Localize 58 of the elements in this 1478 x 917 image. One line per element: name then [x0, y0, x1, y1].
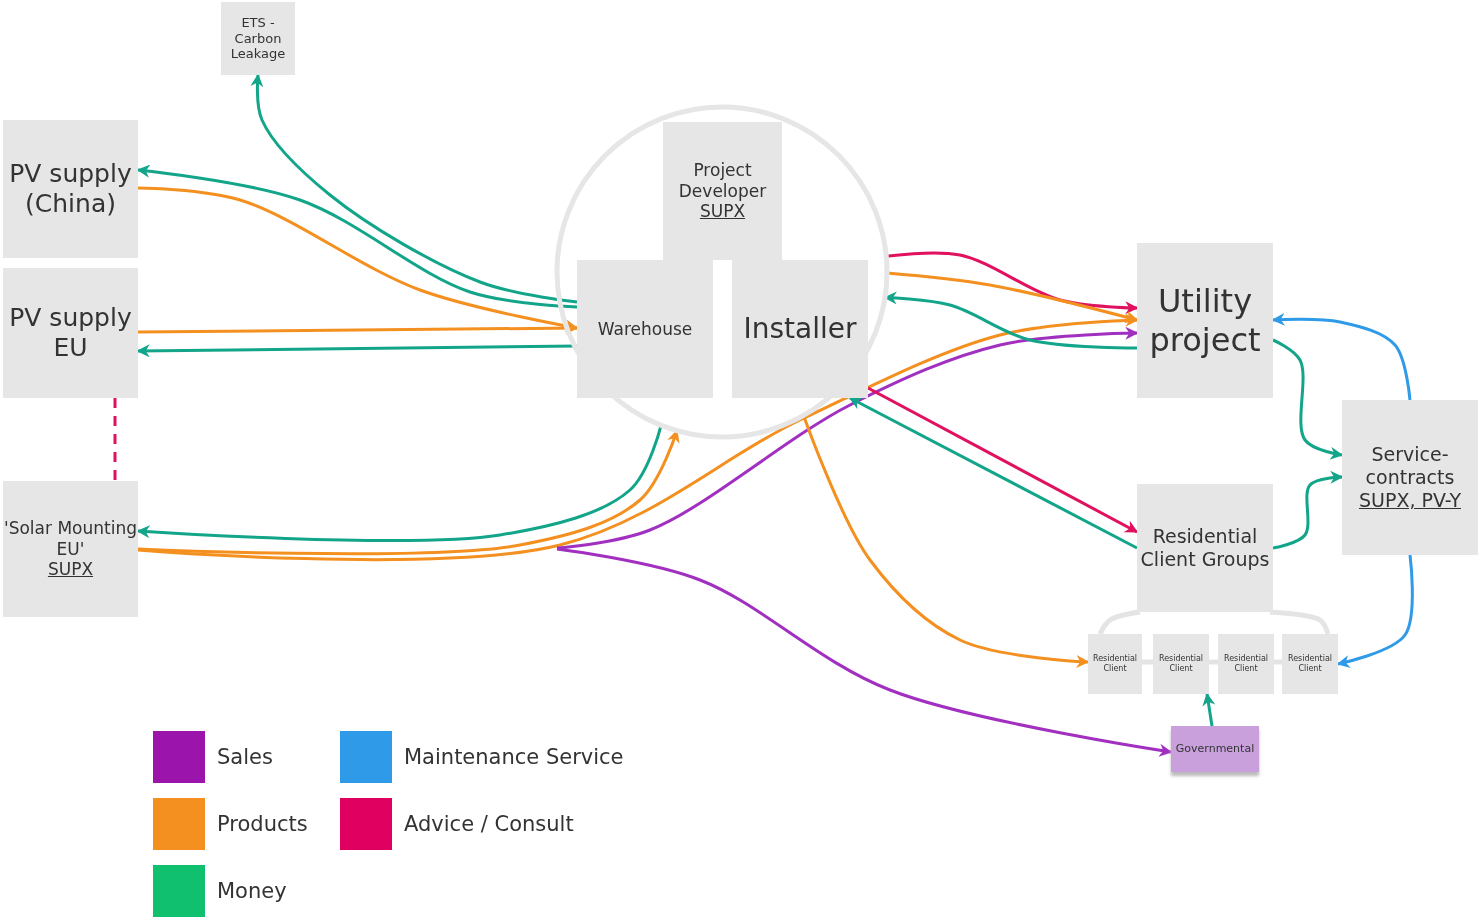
node-label: Residential Client	[1222, 654, 1270, 674]
connector-line	[1209, 659, 1218, 665]
node-label: Service-contracts	[1364, 443, 1456, 489]
node-box	[3, 481, 138, 617]
arrow	[556, 326, 1139, 550]
connector-line	[1269, 609, 1331, 635]
legend-label: Maintenance Service	[404, 744, 624, 771]
arrow	[886, 271, 1139, 324]
partner-link: SUPX, PV-Y	[1358, 488, 1462, 512]
arrow	[556, 547, 1173, 757]
node-box	[1218, 634, 1274, 694]
node-box	[1137, 484, 1273, 612]
node-label: Utility project	[1148, 282, 1262, 359]
node-box	[1171, 726, 1259, 772]
partner-link: SUPX	[699, 201, 746, 222]
arrow	[1272, 338, 1344, 460]
sub-node-box	[663, 122, 782, 260]
arrow	[867, 386, 1139, 534]
arrow	[1202, 692, 1216, 727]
node-box	[1153, 634, 1209, 694]
node-box	[1342, 400, 1478, 555]
node-label: Installer	[743, 312, 857, 346]
legend-label: Advice / Consult	[404, 811, 574, 838]
node-label: PV supply (China)	[8, 159, 133, 219]
arrow	[250, 73, 578, 304]
node-box	[1137, 243, 1273, 398]
arrow	[886, 251, 1139, 315]
node-box	[221, 2, 295, 75]
arrow	[137, 186, 579, 333]
connector-line	[1097, 609, 1141, 636]
connector-line	[113, 398, 117, 481]
node-label: Warehouse	[597, 318, 693, 340]
node-box	[3, 268, 138, 398]
node-box	[1088, 634, 1142, 694]
partner-link: SUPX	[47, 559, 94, 580]
arrow	[138, 321, 579, 335]
node-label: Project Developer	[677, 160, 768, 202]
legend-label: Sales	[217, 744, 273, 771]
node-label: PV supply EU	[8, 303, 133, 363]
legend-label: Money	[217, 878, 287, 905]
sub-node-box	[577, 260, 713, 398]
arrow	[1272, 470, 1344, 550]
node-label: 'Solar Mounting EU'	[3, 518, 138, 560]
connector-line	[1274, 659, 1282, 665]
sub-node-box	[732, 260, 868, 398]
node-label: Governmental	[1175, 742, 1255, 756]
node-label: Residential Client	[1091, 654, 1139, 674]
node-label: ETS - Carbon Leakage	[229, 15, 287, 62]
arrow	[137, 313, 1139, 561]
arrow	[848, 396, 1138, 550]
node-label: Residential Client Groups	[1139, 525, 1271, 571]
node-box	[3, 120, 138, 258]
connector-line	[1142, 659, 1153, 665]
circle-group	[554, 104, 890, 440]
legend-label: Products	[217, 811, 308, 838]
node-label: Residential Client	[1286, 654, 1334, 674]
node-label: Residential Client	[1157, 654, 1205, 674]
node-box	[1282, 634, 1338, 694]
